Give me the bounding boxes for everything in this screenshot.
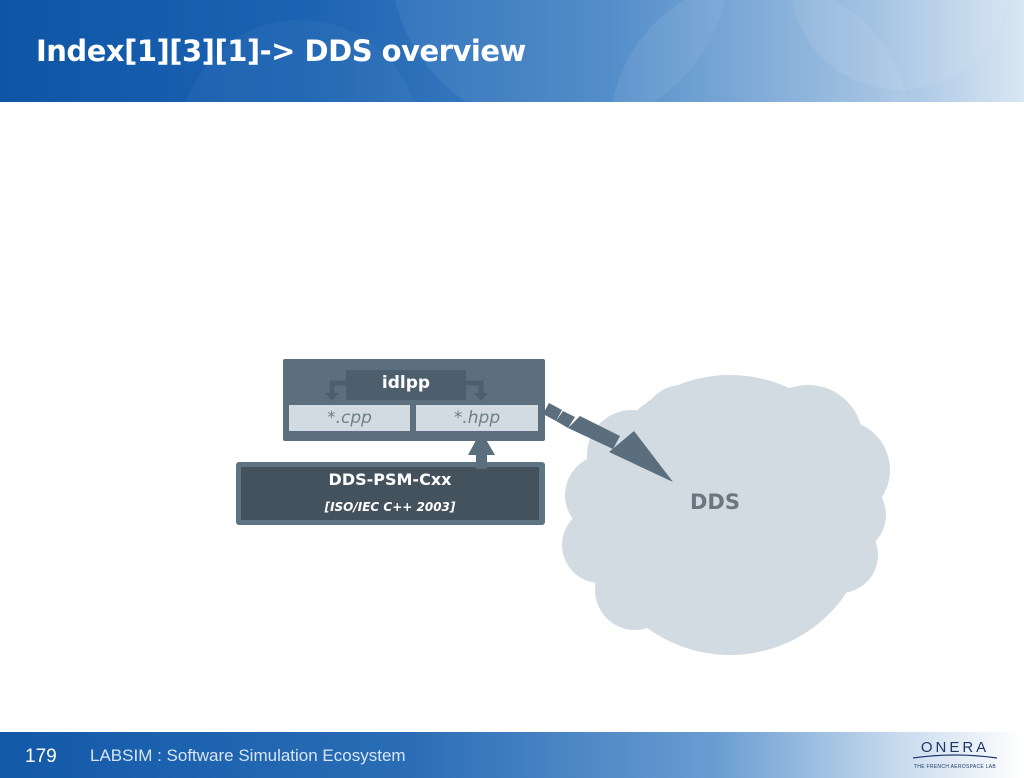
psm-up-arrow bbox=[468, 431, 495, 469]
idlpp-left-arrow bbox=[325, 380, 346, 401]
onera-logo-wordmark: ONERA bbox=[920, 739, 990, 756]
onera-logo-swoosh bbox=[912, 754, 998, 759]
idlpp-tool-box bbox=[346, 370, 466, 400]
idlpp-label: idlpp bbox=[381, 373, 431, 393]
page-number: 179 bbox=[25, 746, 57, 767]
onera-logo-tagline: THE FRENCH AEROSPACE LAB bbox=[913, 764, 997, 770]
dds-link-arrow bbox=[543, 403, 673, 482]
header-decoration bbox=[186, 0, 1009, 102]
iso-standard-label: [ISO/IEC C++ 2003] bbox=[324, 500, 456, 514]
onera-logo: ONERA THE FRENCH AEROSPACE LAB bbox=[905, 736, 1005, 774]
slide-title: Index[1][3][1]-> DDS overview bbox=[36, 34, 526, 68]
hpp-file-box: *.hpp bbox=[416, 405, 538, 431]
idlpp-right-arrow bbox=[466, 380, 488, 401]
slide-header: Index[1][3][1]-> DDS overview bbox=[0, 0, 1024, 102]
dds-psm-cxx-box bbox=[241, 467, 539, 520]
dds-cloud-label: DDS bbox=[690, 490, 740, 514]
dds-cloud bbox=[562, 375, 890, 655]
slide-footer: 179 LABSIM : Software Simulation Ecosyst… bbox=[0, 732, 1024, 778]
dds-psm-cxx-label: DDS-PSM-Cxx bbox=[328, 470, 452, 489]
footer-caption: LABSIM : Software Simulation Ecosystem bbox=[90, 746, 406, 765]
cpp-file-box: *.cpp bbox=[289, 405, 410, 431]
